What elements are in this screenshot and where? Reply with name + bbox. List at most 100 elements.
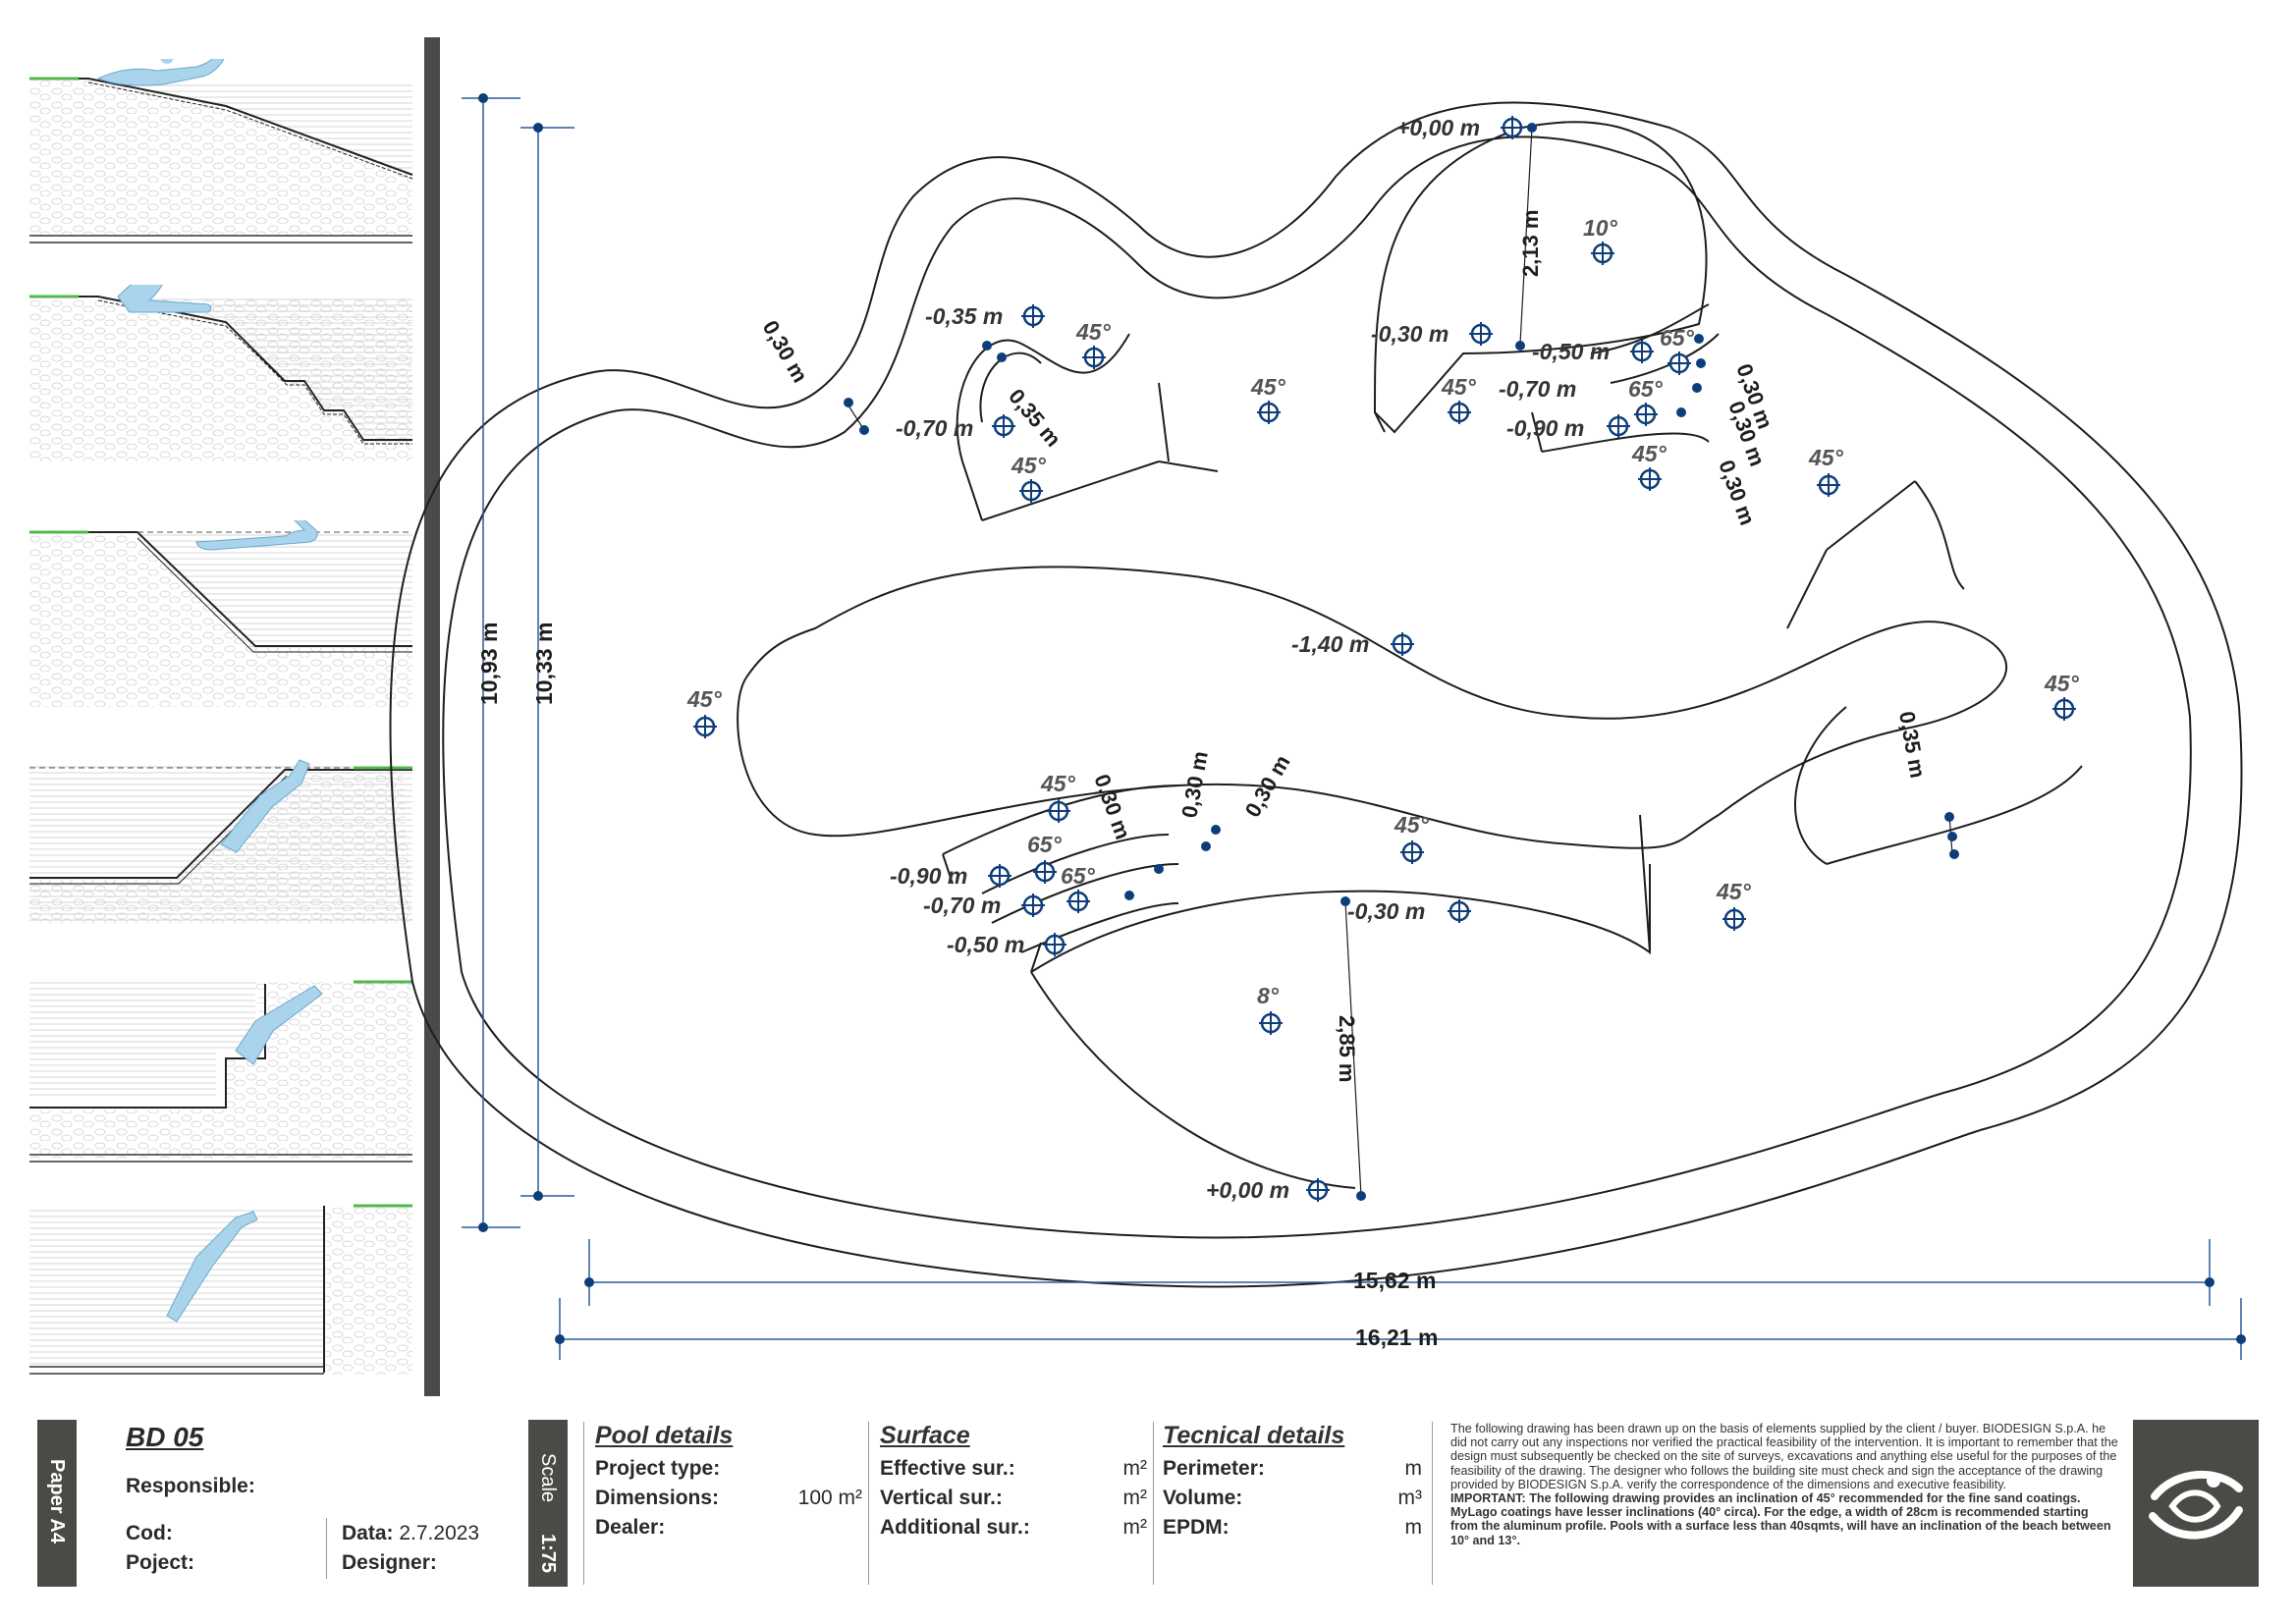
level-marker	[1446, 897, 1473, 925]
level-marker	[1257, 1009, 1285, 1037]
swimmer-figure	[235, 985, 323, 1065]
model-code: BD 05	[126, 1422, 204, 1452]
effective-surface-unit: m²	[1122, 1457, 1148, 1480]
divider-line	[868, 1422, 869, 1585]
title-block: Paper A4 BD 05 Responsible: Cod: Poject:…	[37, 1420, 2259, 1589]
additional-surface-unit: m²	[1122, 1516, 1148, 1539]
leader-endpoints	[844, 123, 1959, 1201]
level-marker	[1031, 858, 1059, 886]
scale-label: Scale	[537, 1453, 559, 1503]
slope-bottom-right: 45°	[1716, 879, 1752, 904]
level-marker	[1065, 888, 1092, 915]
slope-bl-step-2: 65°	[1061, 863, 1096, 889]
level-marker	[1045, 797, 1072, 825]
level-marker	[1721, 905, 1748, 933]
slope-bl-step-1: 65°	[1027, 832, 1063, 857]
slope-tl-lower: 45°	[1011, 453, 1047, 478]
level-marker	[1628, 338, 1656, 365]
dimension-labels: 0,30 m 0,35 m 2,13 m 2,85 m 0,30 m 0,30 …	[476, 210, 1931, 1351]
label-center: -1,40 m	[1291, 631, 1369, 657]
vertical-surface-label: Vertical sur.:	[880, 1487, 1003, 1509]
perimeter-unit: m	[1404, 1457, 1423, 1480]
label-beach-bottom-edge: -0,30 m	[1347, 898, 1425, 924]
project-type-label: Project type:	[595, 1457, 721, 1480]
dimension-endpoints	[478, 93, 2246, 1344]
level-marker	[1815, 471, 1842, 499]
divider-line	[326, 1518, 327, 1579]
cod-label: Cod:	[126, 1522, 173, 1544]
section-slope-profile	[29, 520, 422, 736]
slope-bottom-mid: 45°	[1394, 812, 1430, 838]
level-marker	[1589, 240, 1616, 267]
slope-tr-step-1: 65°	[1660, 325, 1695, 351]
level-marker	[1019, 302, 1047, 330]
section-ledge-profile	[29, 962, 422, 1178]
swimmer-figure	[166, 1211, 258, 1323]
divider-line	[583, 1422, 584, 1585]
designer-label: Designer:	[342, 1551, 437, 1574]
level-marker	[1255, 399, 1283, 426]
effective-surface-label: Effective sur.:	[880, 1457, 1015, 1480]
step-right	[1794, 480, 2083, 865]
dim-height-outer: 10,93 m	[476, 623, 502, 705]
important-note: IMPORTANT: The following drawing provide…	[1450, 1491, 2111, 1547]
slope-top-right-a: 45°	[1441, 374, 1477, 400]
profile-sections	[29, 59, 422, 1394]
level-marker	[1389, 630, 1416, 658]
additional-surface-label: Additional sur.:	[880, 1516, 1030, 1539]
date-label: Data:	[342, 1522, 394, 1544]
label-step-bl-1: -0,90 m	[890, 863, 967, 889]
level-marker	[691, 713, 719, 740]
perimeter-label: Perimeter:	[1163, 1457, 1265, 1480]
divider-line	[1432, 1422, 1433, 1585]
scale-value: 1:75	[537, 1534, 559, 1574]
dim-beach-top-length: 2,13 m	[1518, 210, 1543, 278]
swimmer-figure	[117, 285, 212, 313]
label-step-tr-2: -0,70 m	[1499, 376, 1576, 402]
section-steps-profile	[29, 285, 422, 501]
disclaimer: The following drawing has been drawn up …	[1450, 1422, 2118, 1547]
label-step-bl-2: -0,70 m	[923, 893, 1001, 918]
dim-height-inner: 10,33 m	[531, 623, 557, 705]
bottom-beach	[1030, 864, 1651, 1189]
level-marker	[986, 862, 1013, 890]
slope-right-top: 45°	[1808, 445, 1844, 470]
epdm-unit: m	[1404, 1516, 1423, 1539]
slope-tl-step: 45°	[1075, 319, 1112, 345]
level-marker	[1017, 477, 1045, 505]
level-marker	[1632, 401, 1660, 428]
dim-step-tl-depth: 0,35 m	[1004, 384, 1066, 452]
volume-label: Volume:	[1163, 1487, 1243, 1509]
label-bottom-rim: +0,00 m	[1206, 1177, 1289, 1203]
responsible-label: Responsible:	[126, 1475, 255, 1497]
label-step-bl-3: -0,50 m	[947, 932, 1024, 957]
paper-size: Paper A4	[46, 1459, 68, 1543]
level-marker	[2050, 695, 2078, 723]
surface-header: Surface	[880, 1422, 970, 1449]
depth-labels: +0,00 m +0,00 m -1,40 m -0,30 m -0,30 m …	[890, 115, 1610, 1203]
level-marker	[1398, 839, 1426, 866]
level-marker	[1019, 892, 1047, 919]
deep-zone	[737, 566, 2008, 849]
slope-bottom-left: 45°	[1040, 771, 1076, 796]
company-logo	[2133, 1420, 2259, 1587]
label-step-tr-1: -0,50 m	[1532, 339, 1610, 364]
slope-bottom-beach: 8°	[1257, 983, 1280, 1008]
volume-unit: m³	[1397, 1487, 1423, 1509]
slope-left: 45°	[686, 686, 723, 712]
section-steep-profile	[29, 746, 422, 962]
date-field: Data: 2.7.2023	[342, 1522, 479, 1545]
project-label: Poject:	[126, 1551, 195, 1574]
dimensions-value: 100 m²	[797, 1487, 862, 1509]
dim-width-outer: 16,21 m	[1355, 1325, 1438, 1350]
swimmer-figure	[220, 759, 310, 853]
label-step-tl-2: -0,70 m	[896, 415, 973, 441]
inner-rim	[442, 135, 2192, 1239]
sidebar-divider	[424, 37, 440, 1396]
disclaimer-text: The following drawing has been drawn up …	[1450, 1422, 2118, 1491]
swimmer-figure	[195, 520, 318, 551]
dimensions-label: Dimensions:	[595, 1487, 720, 1509]
level-marker	[1605, 412, 1632, 440]
slope-labels: 10° 8° 45° 45° 45° 45° 45° 45° 45° 45° 4…	[686, 215, 2080, 1008]
